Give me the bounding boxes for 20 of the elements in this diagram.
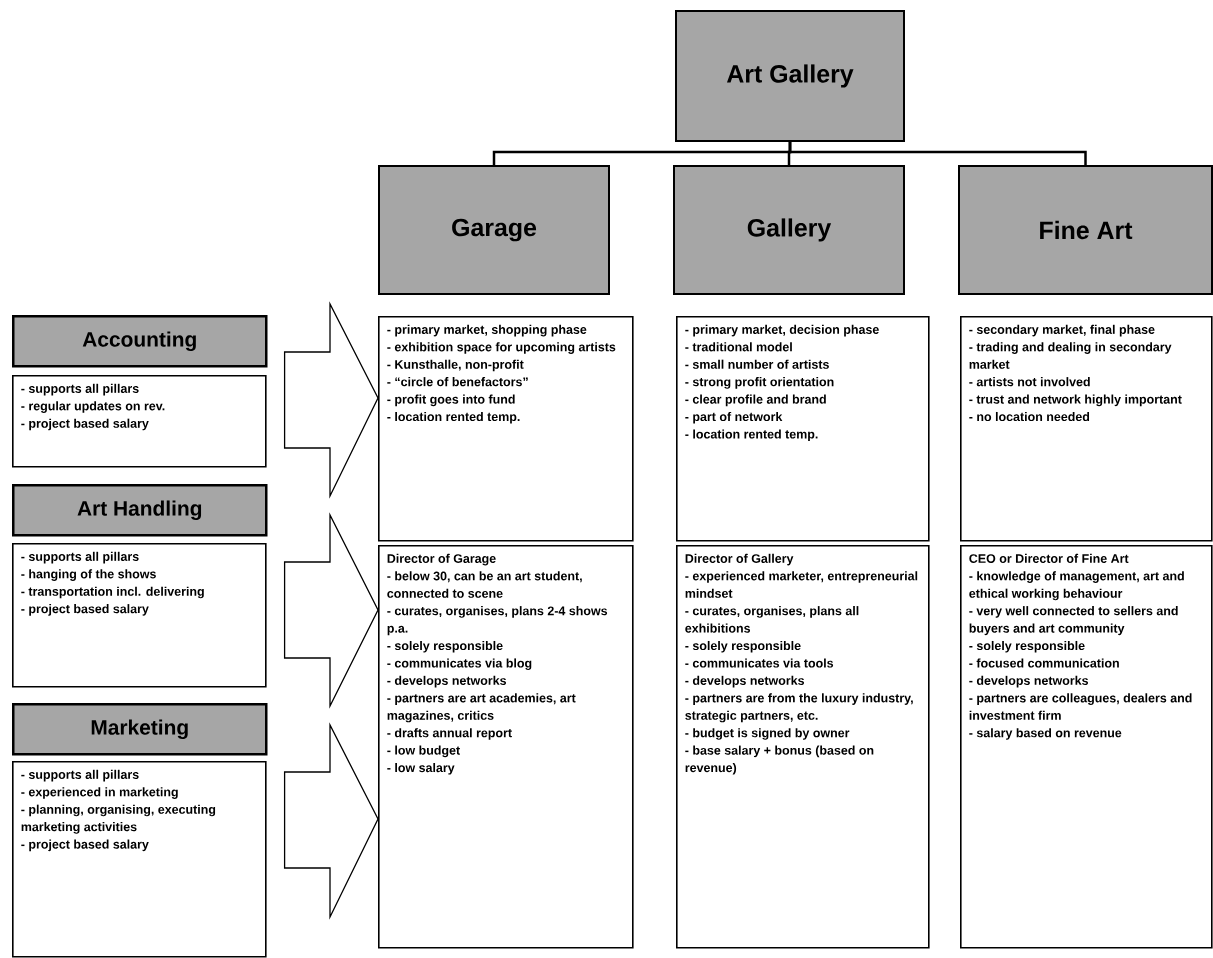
text-box: Director of Gallery - experienced marketer, entrepreneurial mindset - curates, organises, plans all exhibitions - solely responsible - communicates via tools - develops networks - partners are from the luxury industry, strategic partners, etc. - budget is signed by owner - base salary + bonus (based on revenue) (676, 545, 930, 949)
text-box: - supports all pillars - regular updates on rev. - project based salary (12, 375, 267, 468)
header-box: Art Handling (12, 484, 268, 537)
block-arrow (283, 722, 379, 920)
text-box: - supports all pillars - experienced in marketing - planning, organising, executing marketing activities - project based salary (12, 761, 267, 958)
header-box: Accounting (12, 315, 268, 368)
text-box: CEO or Director of Fine Art - knowledge of management, art and ethical working behaviour - very well connected to sellers and buyers and art community - solely responsible - focused communication - develops networks - partners are colleagues, dealers and investment firm - salary based on revenue (960, 545, 1213, 949)
block-arrow (283, 512, 379, 709)
text-box: - primary market, shopping phase - exhibition space for upcoming artists - Kunsthalle, non-profit - “circle of benefactors” - profit goes into fund - location rented temp. (378, 316, 634, 542)
title-box: Fine Art (958, 165, 1213, 295)
title-box: Gallery (673, 165, 905, 295)
text-box: Director of Garage - below 30, can be an art student, connected to scene - curates, organises, plans 2-4 shows p.a. - solely responsible - communicates via blog - develops networks - partners are art academies, art magazines, critics - drafts annual report - low budget - low salary (378, 545, 634, 949)
text-box: - secondary market, final phase - trading and dealing in secondary market - artists not involved - trust and network highly important - no location needed (960, 316, 1213, 542)
title-box: Art Gallery (675, 10, 905, 142)
text-box: - primary market, decision phase - traditional model - small number of artists - strong profit orientation - clear profile and brand - part of network - location rented temp. (676, 316, 930, 542)
header-box: Marketing (12, 703, 268, 756)
connector-line (788, 142, 1087, 165)
text-box: - supports all pillars - hanging of the shows - transportation incl. delivering - project based salary (12, 543, 267, 688)
title-box: Garage (378, 165, 610, 295)
block-arrow (283, 301, 379, 499)
